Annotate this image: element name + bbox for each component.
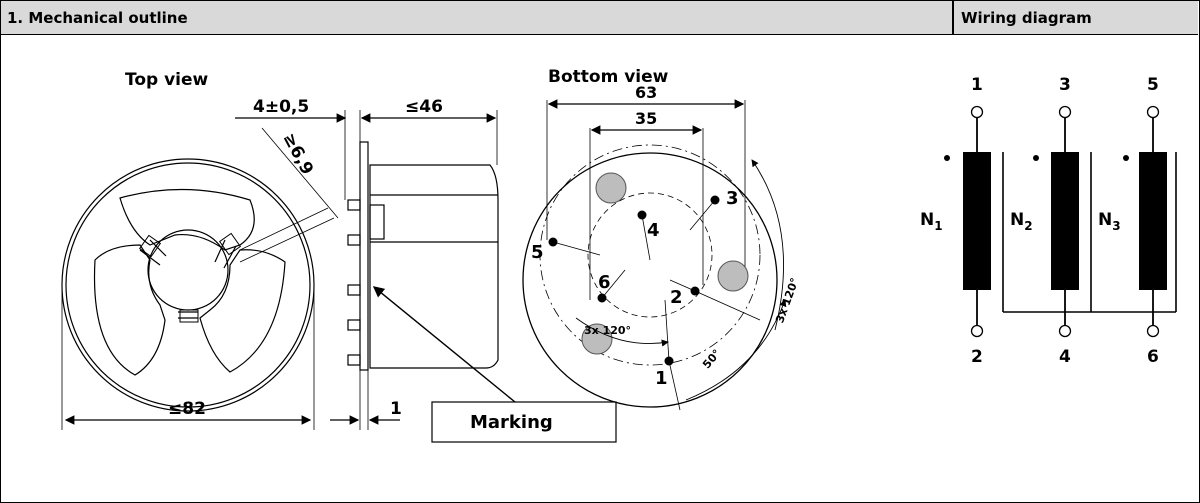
wiring-bottom-pin-2: 2 bbox=[971, 347, 983, 367]
pin-6: 6 bbox=[598, 272, 611, 293]
wiring-diagram: 1 3 5 bbox=[920, 75, 1177, 367]
pin-2: 2 bbox=[670, 287, 683, 308]
pin-4: 4 bbox=[647, 220, 660, 241]
bottom-view-label: Bottom view bbox=[548, 67, 669, 87]
top-view: Top view ≤82 ≥6,9 bbox=[61, 70, 339, 430]
coil-segments bbox=[138, 232, 242, 323]
polarity-dots bbox=[944, 155, 1129, 161]
wiring-bottom-pin-6: 6 bbox=[1147, 347, 1159, 367]
wiring-top-pin-1: 1 bbox=[971, 75, 983, 95]
dim-pcd-outer: 63 bbox=[635, 83, 657, 102]
winding-bars bbox=[963, 152, 1167, 290]
section-title: 1. Mechanical outline bbox=[7, 9, 188, 27]
angle-pins: 3x 120° bbox=[584, 324, 631, 337]
marking-box bbox=[431, 401, 617, 443]
wiring-title: Wiring diagram bbox=[961, 9, 1092, 27]
header-divider bbox=[952, 1, 954, 34]
winding-n1: N1 bbox=[920, 210, 943, 233]
top-view-label: Top view bbox=[125, 70, 209, 90]
dim-height: ≤46 bbox=[405, 97, 443, 117]
marking-label: Marking bbox=[470, 412, 553, 433]
pin-dots bbox=[548, 195, 720, 366]
dim-thickness: 4±0,5 bbox=[253, 97, 309, 117]
header-bar: 1. Mechanical outline Wiring diagram bbox=[1, 1, 1198, 35]
pin-5: 5 bbox=[531, 242, 544, 263]
angle-offset: 50° bbox=[700, 347, 723, 371]
pin-1: 1 bbox=[655, 368, 668, 389]
bottom-view: Bottom view 63 35 bbox=[522, 67, 802, 411]
winding-n3: N3 bbox=[1098, 210, 1121, 233]
wiring-bottom-pin-4: 4 bbox=[1059, 347, 1071, 367]
mounting-holes bbox=[581, 172, 749, 355]
dim-pcd-inner: 35 bbox=[635, 109, 657, 128]
wiring-top-pin-5: 5 bbox=[1147, 75, 1159, 95]
top-view-outline bbox=[61, 158, 315, 412]
pin-3: 3 bbox=[726, 188, 739, 209]
dim-diameter: ≤82 bbox=[168, 399, 206, 419]
dim-base: 1 bbox=[390, 399, 402, 419]
wiring-top-pin-3: 3 bbox=[1059, 75, 1071, 95]
side-view: 4±0,5 ≤46 1 Marking bbox=[235, 97, 617, 443]
winding-n2: N2 bbox=[1010, 210, 1033, 233]
